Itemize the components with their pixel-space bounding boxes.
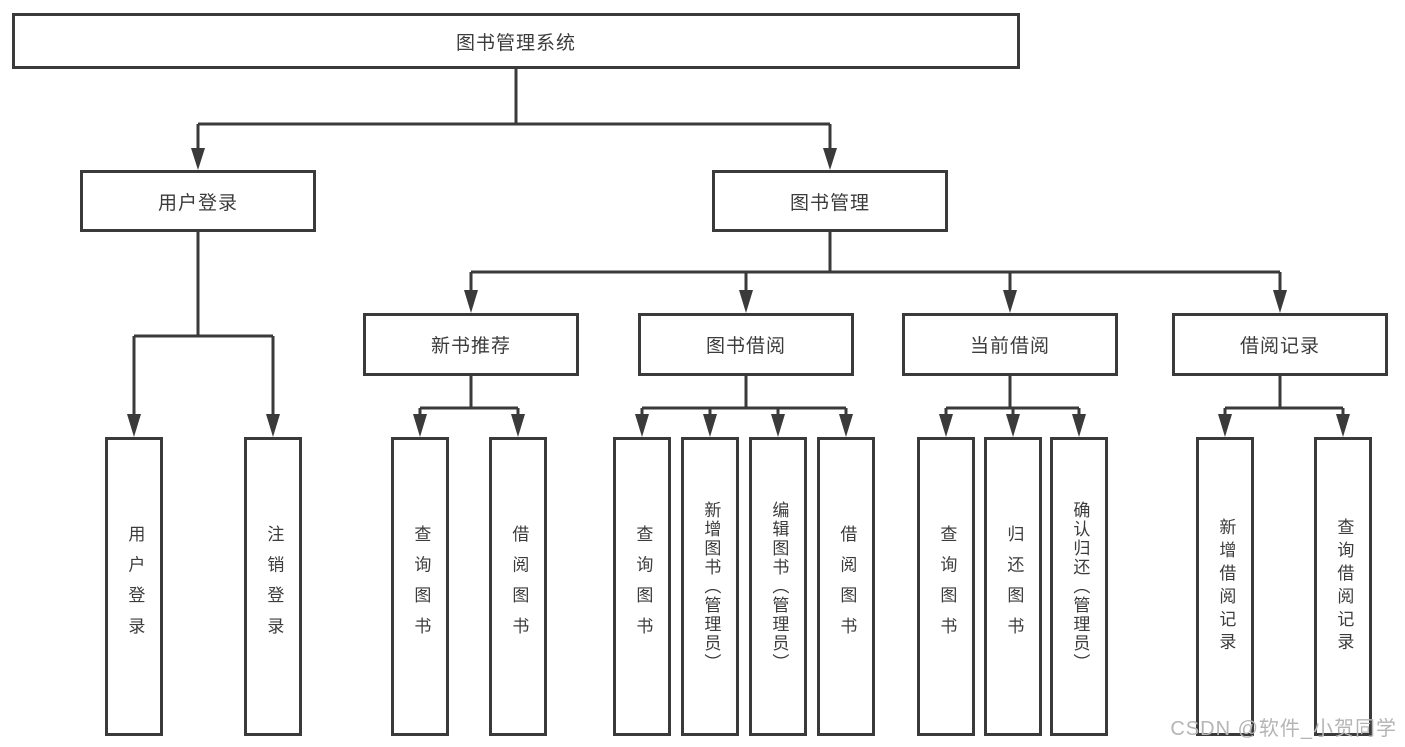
leaf-borrow-query-books-label: 查询图书 xyxy=(633,525,653,648)
leaf-logout-label: 注销登录 xyxy=(264,525,284,648)
leaf-borrow-borrow-books-label: 借阅图书 xyxy=(837,525,857,648)
leaf-current-query-books-label: 查询图书 xyxy=(937,525,957,648)
node-book-management-label: 图书管理 xyxy=(789,192,870,214)
arrowhead-current-query xyxy=(939,414,953,437)
connector-user-login-children xyxy=(132,232,275,416)
connector-book-borrow-children xyxy=(640,376,848,416)
arrowhead-rec-query xyxy=(413,414,427,437)
node-book-borrow: 图书借阅 xyxy=(638,313,854,376)
node-new-book-recommend-label: 新书推荐 xyxy=(430,336,511,357)
leaf-add-books-admin: 新增图书（管理员） xyxy=(681,437,739,736)
connector-book-management-children xyxy=(469,232,1282,292)
arrowhead-logout-leaf xyxy=(266,414,280,437)
node-user-login-label: 用户登录 xyxy=(157,192,238,214)
node-root-label: 图书管理系统 xyxy=(455,32,576,54)
arrowhead-new-book-rec xyxy=(464,290,478,313)
leaf-return-books-label: 归还图书 xyxy=(1004,525,1024,648)
leaf-rec-borrow-books: 借阅图书 xyxy=(489,437,547,736)
csdn-watermark: CSDN @软件_小贺同学 xyxy=(1170,718,1397,740)
leaf-edit-books-admin-label: 编辑图书（管理员） xyxy=(769,500,789,673)
connector-borrow-record-children xyxy=(1223,376,1345,416)
arrowhead-login-leaf xyxy=(127,414,141,437)
leaf-edit-books-admin: 编辑图书（管理员） xyxy=(749,437,807,736)
node-borrow-record: 借阅记录 xyxy=(1172,313,1388,376)
node-book-borrow-label: 图书借阅 xyxy=(705,336,786,357)
arrowhead-current-confirm xyxy=(1072,414,1086,437)
arrowhead-borrow-edit xyxy=(771,414,785,437)
leaf-add-borrow-record-label: 新增借阅记录 xyxy=(1216,517,1236,656)
arrowhead-borrow-borrow xyxy=(839,414,853,437)
leaf-logout: 注销登录 xyxy=(244,437,302,736)
arrowhead-record-query xyxy=(1336,414,1350,437)
leaf-query-borrow-record-label: 查询借阅记录 xyxy=(1334,517,1354,656)
arrowhead-book-borrow xyxy=(739,290,753,313)
arrowhead-borrow-query xyxy=(635,414,649,437)
node-root-system: 图书管理系统 xyxy=(12,13,1020,69)
node-user-login: 用户登录 xyxy=(80,170,316,232)
arrowhead-rec-borrow xyxy=(511,414,525,437)
leaf-confirm-return-admin: 确认归还（管理员） xyxy=(1050,437,1108,736)
node-new-book-recommend: 新书推荐 xyxy=(363,313,579,376)
leaf-user-login: 用户登录 xyxy=(105,437,163,736)
node-current-borrow: 当前借阅 xyxy=(902,313,1118,376)
connector-current-borrow-children xyxy=(944,376,1081,416)
node-book-management: 图书管理 xyxy=(712,170,948,232)
leaf-rec-query-books: 查询图书 xyxy=(391,437,449,736)
arrowhead-user-login xyxy=(191,148,205,170)
leaf-confirm-return-admin-label: 确认归还（管理员） xyxy=(1070,500,1090,673)
arrowhead-record-add xyxy=(1218,414,1232,437)
connector-root-to-level2 xyxy=(196,69,832,150)
leaf-borrow-query-books: 查询图书 xyxy=(613,437,671,736)
leaf-add-borrow-record: 新增借阅记录 xyxy=(1196,437,1254,736)
leaf-borrow-borrow-books: 借阅图书 xyxy=(817,437,875,736)
leaf-user-login-label: 用户登录 xyxy=(125,525,145,648)
arrowhead-current-return xyxy=(1006,414,1020,437)
connector-new-book-rec-children xyxy=(418,376,520,416)
leaf-add-books-admin-label: 新增图书（管理员） xyxy=(701,500,721,673)
arrowhead-book-management xyxy=(823,148,837,170)
arrowhead-borrow-record xyxy=(1273,290,1287,313)
leaf-query-borrow-record: 查询借阅记录 xyxy=(1314,437,1372,736)
arrowhead-current-borrow xyxy=(1003,290,1017,313)
node-borrow-record-label: 借阅记录 xyxy=(1239,336,1320,357)
leaf-rec-query-books-label: 查询图书 xyxy=(411,525,431,648)
leaf-return-books: 归还图书 xyxy=(984,437,1042,736)
leaf-current-query-books: 查询图书 xyxy=(917,437,975,736)
node-current-borrow-label: 当前借阅 xyxy=(969,336,1050,357)
arrowhead-borrow-add xyxy=(703,414,717,437)
leaf-rec-borrow-books-label: 借阅图书 xyxy=(509,525,529,648)
